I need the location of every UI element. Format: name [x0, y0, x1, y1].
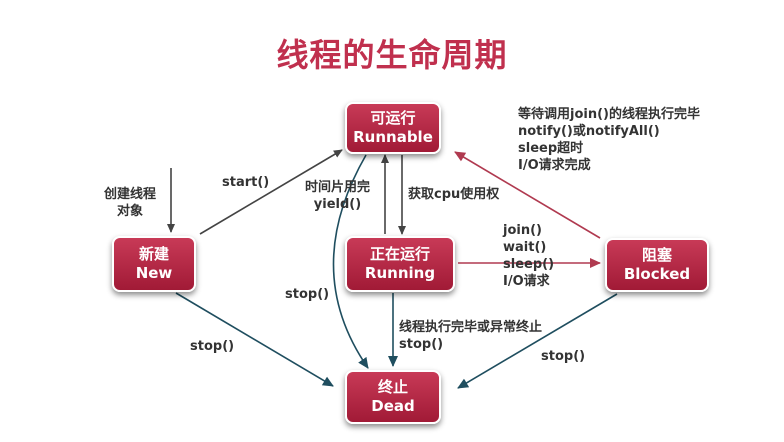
label-get-cpu: 获取cpu使用权 [408, 187, 500, 202]
state-blocked-cn: 阻塞 [641, 246, 672, 264]
arrow-stop-new [175, 292, 334, 387]
state-blocked-en: Blocked [623, 265, 691, 283]
state-running: 正在运行 Running [345, 236, 455, 292]
diagram-title: 线程的生命周期 [276, 36, 508, 74]
state-running-cn: 正在运行 [369, 245, 430, 263]
label-stop-new: stop() [190, 339, 235, 354]
state-new: 新建 New [112, 236, 196, 292]
state-dead-en: Dead [371, 397, 415, 415]
arrow-start [199, 149, 343, 235]
label-create-thread: 创建线程 对象 [104, 187, 157, 219]
arrow-stop-blocked [457, 293, 618, 389]
state-new-en: New [135, 264, 173, 282]
state-running-en: Running [364, 264, 436, 282]
arrow-stop-runnable [332, 154, 369, 369]
label-start: start() [222, 175, 270, 190]
label-block: join() wait() sleep() I/O请求 [503, 223, 555, 289]
state-dead-cn: 终止 [377, 378, 408, 396]
label-finish: 线程执行完毕或异常终止 stop() [399, 320, 543, 352]
arrow-unblock [454, 151, 601, 239]
state-runnable: 可运行 Runnable [345, 102, 441, 154]
label-stop-blocked: stop() [541, 349, 586, 364]
label-timeslice: 时间片用完 yield() [305, 180, 371, 212]
state-runnable-en: Runnable [353, 128, 433, 146]
state-runnable-cn: 可运行 [370, 109, 416, 127]
label-unblock: 等待调用join()的线程执行完毕 notify()或notifyAll() s… [518, 107, 700, 173]
label-stop-runnable: stop() [285, 287, 330, 302]
state-new-cn: 新建 [138, 245, 169, 263]
state-blocked: 阻塞 Blocked [605, 238, 709, 292]
state-dead: 终止 Dead [345, 370, 441, 424]
